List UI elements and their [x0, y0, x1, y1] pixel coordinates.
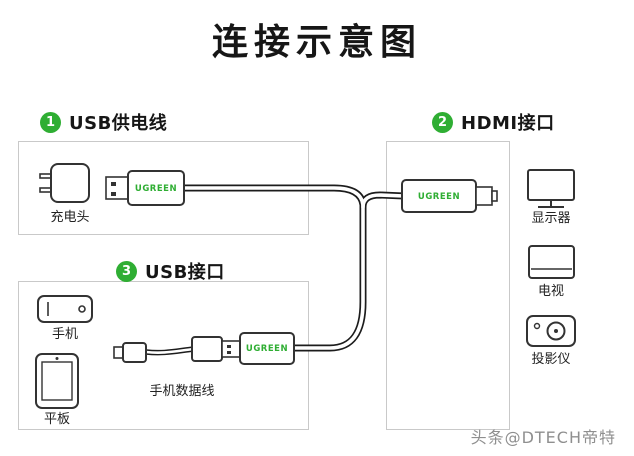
- projector-label: 投影仪: [531, 352, 571, 367]
- section-usb-port-header: 3 USB接口: [116, 258, 225, 284]
- tv-icon: [528, 245, 575, 279]
- section-label: USB供电线: [69, 113, 168, 134]
- hdmi-connector: UGREEN: [401, 179, 498, 213]
- phone-label: 手机: [51, 327, 78, 342]
- data-cable-label: 手机数据线: [149, 384, 215, 399]
- monitor-icon: [527, 169, 575, 208]
- tv-label: 电视: [537, 284, 564, 299]
- phone-icon: [37, 295, 93, 323]
- tablet-icon: [35, 353, 79, 409]
- hdmi-box: [386, 141, 510, 430]
- data-cable: [143, 346, 197, 356]
- charger-label: 充电头: [50, 210, 90, 225]
- brand-label: UGREEN: [418, 192, 460, 202]
- usb-port-box: [18, 281, 309, 430]
- section-label: USB接口: [145, 262, 225, 283]
- micro-usb-connector: [113, 342, 147, 363]
- brand-label: UGREEN: [135, 184, 177, 194]
- page-title: 连接示意图: [211, 22, 422, 63]
- usb-male-connector: [191, 336, 241, 362]
- section-number-badge: 2: [432, 111, 453, 133]
- usb-power-connector: UGREEN: [105, 170, 185, 206]
- tablet-label: 平板: [43, 412, 70, 427]
- section-number-badge: 1: [40, 111, 61, 133]
- main-cable: [180, 184, 408, 352]
- section-usb-power-header: 1 USB供电线: [40, 109, 167, 135]
- section-label: HDMI接口: [461, 113, 555, 134]
- section-number-badge: 3: [116, 260, 137, 282]
- projector-icon: [526, 315, 576, 347]
- charger-icon: [39, 163, 90, 203]
- brand-label: UGREEN: [246, 344, 288, 354]
- section-hdmi-header: 2 HDMI接口: [432, 109, 555, 135]
- watermark: 头条@DTECH帝特: [470, 428, 616, 447]
- usb-female-connector: UGREEN: [239, 332, 295, 365]
- monitor-label: 显示器: [531, 211, 571, 226]
